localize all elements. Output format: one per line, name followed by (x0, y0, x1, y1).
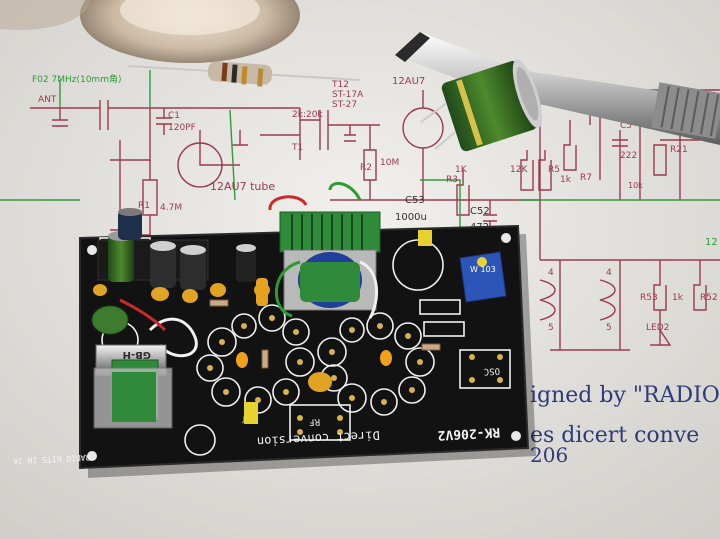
mounting-holes (87, 233, 521, 461)
sch-4a: 4 (548, 268, 554, 278)
sch-r1: R1 (138, 201, 150, 211)
sch-t1: T1 (291, 143, 303, 153)
sch-5b: 5 (606, 323, 612, 333)
led-orange (256, 278, 268, 306)
sch-ant: ANT (38, 95, 57, 105)
sch-r21: R21 (670, 145, 688, 155)
sch-c53-val: 1000u (395, 212, 427, 223)
sch-c52: C52 (470, 206, 490, 217)
board-resistors (209, 299, 441, 369)
transformer-label: GB-H (123, 349, 151, 360)
pcb-title: RK-206V2 (437, 424, 500, 442)
sch-4b: 4 (606, 268, 612, 278)
sch-r3: R3 (446, 175, 458, 185)
pcb-osc: OSC (483, 365, 500, 376)
screwdriver (395, 32, 720, 145)
sch-r1-val: 4.7M (160, 203, 182, 213)
sch-r5: R5 (548, 165, 560, 175)
transformer-main (279, 211, 381, 311)
sch-r2: R2 (360, 163, 372, 173)
sch-r3-val: 1K (455, 165, 468, 175)
sch-c1: C1 (168, 111, 180, 121)
loose-resistor (127, 61, 361, 87)
trimmer-label: W 103 (470, 265, 496, 274)
pcb-maker: RADIO KITS IN JA (13, 453, 91, 466)
inductor (91, 305, 129, 335)
pcb-subtitle: Direct conversion (257, 428, 380, 448)
sch-r53: R53 (640, 293, 658, 303)
blurred-object-2 (0, 0, 90, 30)
sch-r2-val: 10M (380, 158, 399, 168)
sch-c5: C5 (620, 121, 632, 131)
sch-t12-desc: ST-17A (332, 90, 364, 100)
print-line1: igned by "RADIO (530, 383, 720, 408)
loose-capacitor (420, 59, 543, 152)
sch-r5-val: 12K (510, 165, 528, 175)
transformer-small: GB-H (93, 344, 173, 429)
sch-r7: R7 (580, 173, 592, 183)
pcb-rf: RF (309, 416, 320, 427)
sch-led2: LED2 (646, 323, 669, 333)
blue-trimmer: W 103 (459, 251, 507, 303)
tube-socket-right (317, 312, 435, 416)
pcb-text: RK-206V2 Direct conversion RADIO KITS IN… (13, 365, 501, 465)
print-line2: es dicert conve (530, 423, 699, 448)
board-electrolytics (108, 208, 256, 290)
print-line3: 206 (530, 443, 568, 467)
sch-r7-val: 1k (560, 175, 572, 185)
sch-c5-val: 222 (620, 151, 637, 161)
sch-ratio: 2k:20k (292, 110, 323, 120)
yellow-connector-2 (418, 230, 432, 246)
sch-freq: F02 7MHz(10mm角) (32, 73, 121, 85)
sch-5a: 5 (548, 323, 554, 333)
sch-r53-val: 1k (672, 293, 684, 303)
sch-c1-val: 120PF (168, 123, 196, 133)
sch-tube2: 12AU7 (392, 76, 425, 87)
solder-pads (207, 315, 503, 435)
sch-t12: T12 (331, 80, 349, 90)
wires (119, 181, 379, 358)
yellow-connector (244, 402, 258, 424)
sch-ohm: 10k (628, 181, 643, 190)
sch-tube1: 12AU7 tube (210, 180, 275, 193)
printed-text: igned by "RADIO es dicert conve 206 (530, 383, 720, 467)
sch-twelve: 12 (705, 237, 718, 248)
sch-c53: C53 (405, 195, 425, 206)
sch-r52: R52 (700, 293, 718, 303)
sch-st: ST-27 (332, 100, 357, 110)
